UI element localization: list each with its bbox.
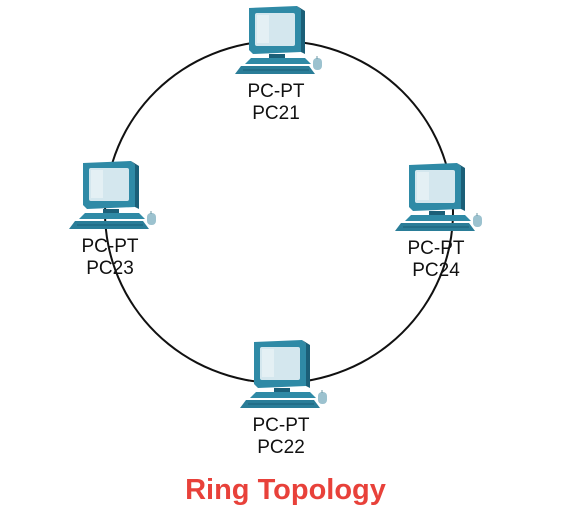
node-model-label: PC-PT bbox=[252, 415, 310, 436]
node-pc24[interactable]: PC-PT PC24 bbox=[381, 159, 491, 289]
pc-icon bbox=[394, 162, 483, 232]
pc-icon bbox=[68, 160, 157, 230]
node-model-label: PC-PT bbox=[81, 236, 139, 257]
node-name-label: PC21 bbox=[252, 103, 300, 124]
diagram-title: Ring Topology bbox=[185, 474, 386, 506]
node-name-label: PC24 bbox=[412, 260, 460, 281]
node-name-label: PC23 bbox=[86, 258, 134, 279]
node-model-label: PC-PT bbox=[247, 81, 305, 102]
node-model-label: PC-PT bbox=[407, 238, 465, 259]
node-pc23[interactable]: PC-PT PC23 bbox=[55, 157, 165, 287]
pc-icon bbox=[239, 339, 328, 409]
node-pc21[interactable]: PC-PT PC21 bbox=[221, 2, 331, 132]
pc-icon bbox=[234, 5, 323, 75]
node-pc22[interactable]: PC-PT PC22 bbox=[226, 336, 336, 466]
node-name-label: PC22 bbox=[257, 437, 305, 458]
